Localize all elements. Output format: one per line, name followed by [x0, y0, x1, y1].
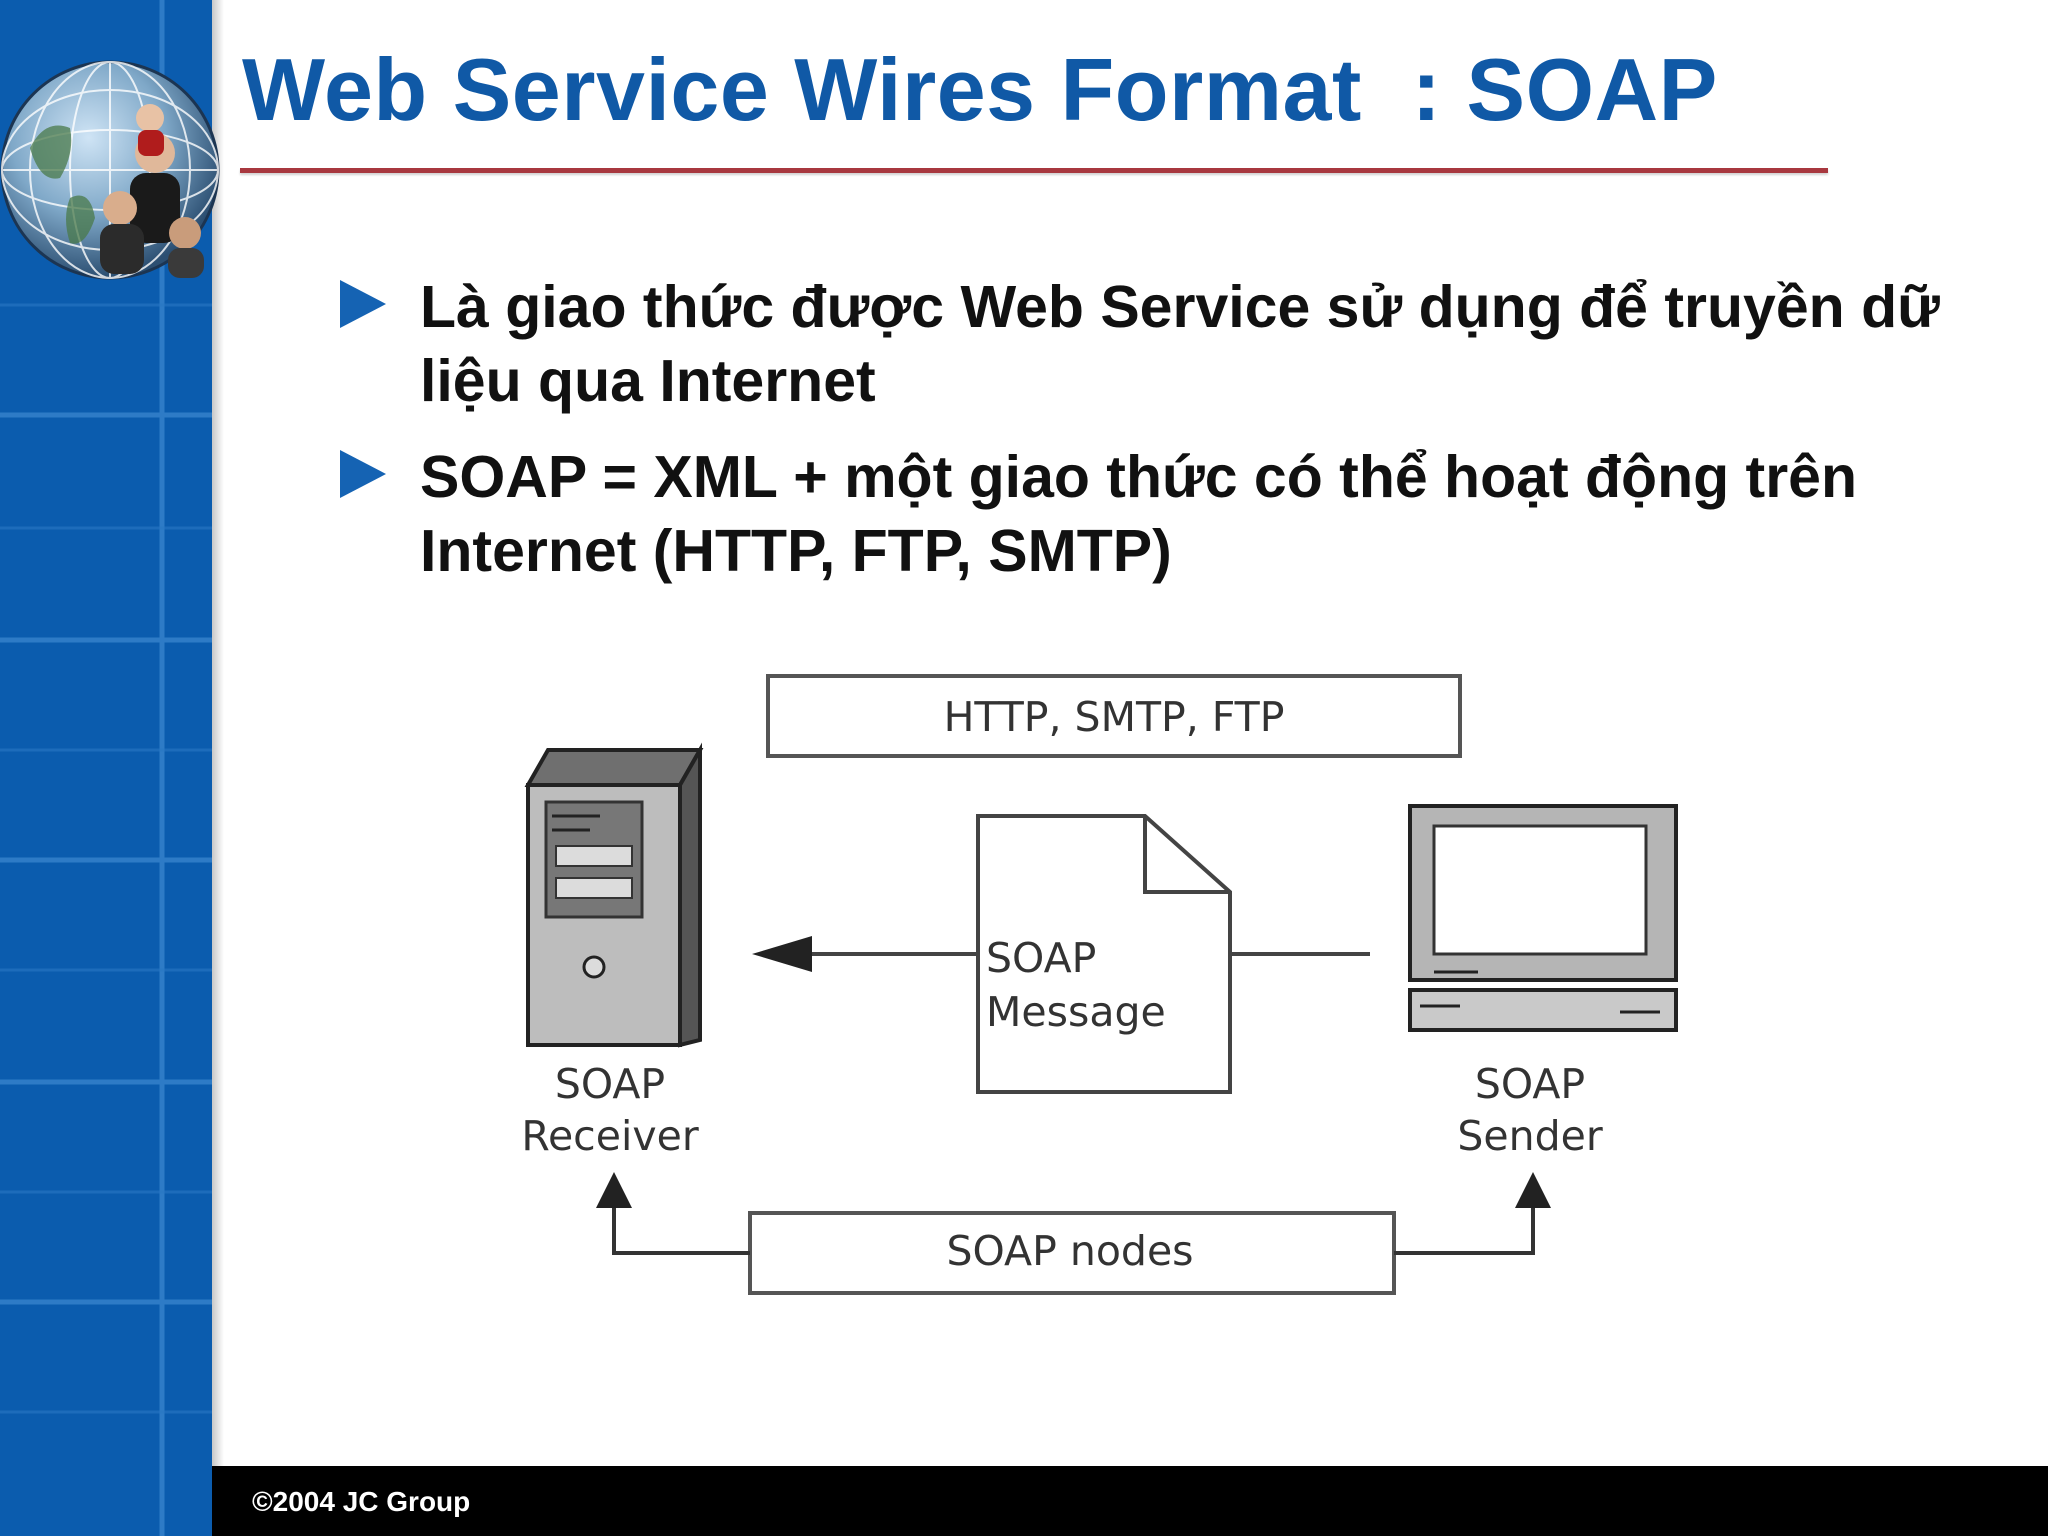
sender-up-arrow-icon [1515, 1172, 1551, 1208]
bullet-item: SOAP = XML + một giao thức có thể hoạt đ… [340, 440, 1980, 588]
sender-label-line2: Sender [1457, 1112, 1602, 1160]
server-icon [524, 742, 704, 1048]
soap-message-document-icon [976, 814, 1232, 1094]
receiver-up-arrow-icon [596, 1172, 632, 1208]
bullet-item: Là giao thức được Web Service sử dụng để… [340, 270, 1980, 418]
soap-nodes-box: SOAP nodes [748, 1211, 1396, 1295]
title-divider [240, 168, 1828, 173]
sidebar-shadow [212, 0, 224, 1536]
message-label-line2: Message [986, 988, 1166, 1036]
globe-logo-icon [0, 60, 220, 280]
message-label-line1: SOAP [986, 934, 1096, 982]
sidebar-grid [0, 0, 212, 1536]
receiver-label-line2: Receiver [521, 1112, 699, 1160]
protocols-box: HTTP, SMTP, FTP [766, 674, 1462, 758]
soap-nodes-label: SOAP nodes [946, 1227, 1193, 1275]
triangle-bullet-icon [340, 450, 386, 498]
message-arrow-head-icon [752, 936, 812, 972]
triangle-bullet-icon [340, 280, 386, 328]
soap-diagram: HTTP, SMTP, FTP SOAP Receiver SOAP Messa… [521, 674, 1678, 1295]
bullet-text: Là giao thức được Web Service sử dụng để… [420, 274, 1940, 414]
receiver-label-line1: SOAP [555, 1060, 665, 1108]
computer-icon [1408, 804, 1678, 1032]
slide-title: Web Service Wires Format : SOAP [242, 40, 1718, 139]
bullet-list: Là giao thức được Web Service sử dụng để… [340, 270, 1980, 610]
copyright-text: ©2004 JC Group [252, 1486, 471, 1517]
sender-label-line1: SOAP [1475, 1060, 1585, 1108]
bullet-text: SOAP = XML + một giao thức có thể hoạt đ… [420, 444, 1858, 584]
footer-bar: ©2004 JC Group [212, 1466, 2048, 1536]
protocols-label: HTTP, SMTP, FTP [944, 693, 1285, 741]
nodes-to-receiver-connector [612, 1195, 750, 1255]
nodes-to-sender-connector [1394, 1195, 1535, 1255]
